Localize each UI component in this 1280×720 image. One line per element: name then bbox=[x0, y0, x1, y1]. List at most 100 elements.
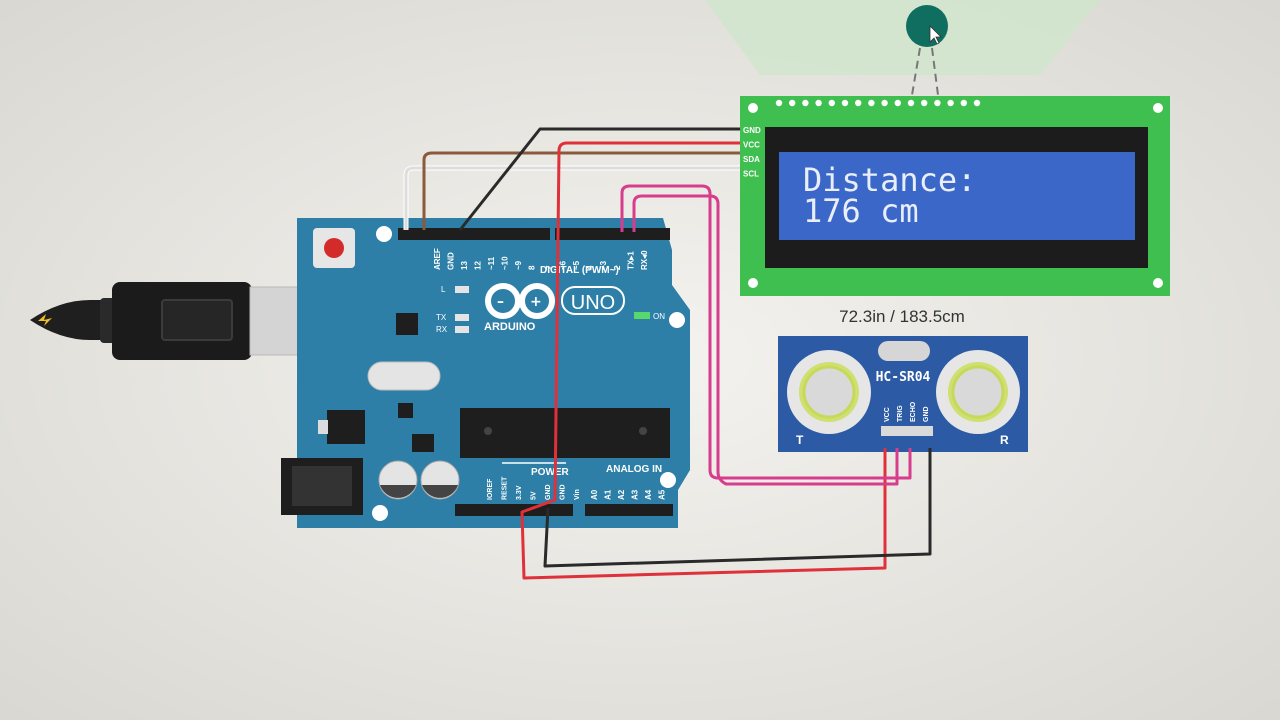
capacitor-right-band bbox=[422, 485, 458, 498]
wire-trig[interactable] bbox=[632, 194, 899, 486]
power-pin-label: RESET bbox=[502, 476, 509, 500]
voltage-regulator bbox=[327, 410, 365, 444]
capacitor-left-band bbox=[380, 485, 416, 498]
board-model: UNO bbox=[571, 292, 615, 314]
lcd-header-pin bbox=[907, 99, 915, 107]
lcd-mount-hole bbox=[748, 103, 758, 113]
analog-pin-label: A1 bbox=[604, 489, 613, 500]
digital-pin-label: 13 bbox=[460, 261, 469, 270]
led-rx-label: RX bbox=[436, 325, 448, 334]
analog-pin-label: A3 bbox=[631, 489, 640, 500]
sensor-range-cone bbox=[705, 0, 1100, 75]
lcd-header-pin bbox=[855, 99, 862, 107]
sensor-pin-header bbox=[881, 426, 933, 436]
power-pin-label: IOREF bbox=[487, 478, 494, 500]
lcd-header-pin bbox=[775, 99, 783, 107]
arduino-logo: – + UNO ARDUINO bbox=[484, 283, 625, 333]
small-chip bbox=[398, 403, 413, 418]
usb-cable-end bbox=[30, 300, 105, 340]
crystal-oscillator bbox=[367, 361, 441, 391]
led-on-label: ON bbox=[653, 312, 665, 321]
digital-pin-label: GND bbox=[447, 252, 456, 270]
digital-pin-label: 12 bbox=[474, 261, 483, 270]
mounting-hole bbox=[372, 505, 388, 521]
analog-pin-label: A2 bbox=[617, 489, 626, 500]
wire-echo[interactable] bbox=[620, 184, 912, 480]
wire-vcc[interactable] bbox=[520, 141, 887, 580]
power-pin-label: 5V bbox=[531, 491, 538, 500]
corner-right-label: R bbox=[1000, 433, 1009, 447]
lcd-line-1: Distance: bbox=[803, 161, 976, 199]
led-tx bbox=[455, 314, 469, 321]
logo-minus-icon: – bbox=[497, 294, 504, 310]
lcd-mount-hole bbox=[1153, 278, 1163, 288]
lcd-header-pin bbox=[894, 99, 901, 107]
analog-pin-label: A5 bbox=[658, 489, 667, 500]
power-header bbox=[455, 504, 573, 516]
lcd-header-pin bbox=[960, 99, 967, 107]
logo-plus-icon: + bbox=[530, 294, 542, 310]
wire-lcd-gnd[interactable] bbox=[458, 127, 740, 231]
range-line-right bbox=[931, 47, 939, 96]
cursor-icon bbox=[929, 25, 942, 45]
chip-dot bbox=[639, 427, 647, 435]
lcd-header-pin bbox=[947, 99, 954, 107]
wires bbox=[403, 127, 932, 580]
digital-pin-label: 8 bbox=[528, 265, 537, 270]
digital-pin-label: ~11 bbox=[487, 256, 496, 270]
range-line-left bbox=[911, 47, 921, 96]
digital-pin-label: ~9 bbox=[514, 260, 523, 270]
power-pin-label: 3.3V bbox=[516, 485, 523, 500]
digital-pin-label: ~5 bbox=[572, 260, 581, 270]
target-object[interactable] bbox=[906, 5, 948, 47]
lcd-pin-label: SCL bbox=[743, 170, 759, 179]
digital-pin-label: ~10 bbox=[501, 256, 510, 270]
digital-pin-label: 7 bbox=[545, 265, 554, 270]
usb-chip bbox=[396, 313, 418, 335]
lcd-screen bbox=[779, 152, 1135, 240]
lightning-icon bbox=[38, 314, 52, 326]
dc-jack-inner bbox=[292, 466, 352, 506]
analog-pin-label: A0 bbox=[590, 489, 599, 500]
lcd-pin-label: VCC bbox=[743, 141, 760, 150]
lcd-pin-label: SDA bbox=[743, 155, 760, 164]
analog-pin-label: A4 bbox=[644, 489, 653, 500]
wire-sda[interactable] bbox=[422, 151, 740, 230]
led-rx bbox=[455, 326, 469, 333]
lcd-header-pin bbox=[921, 99, 928, 107]
lcd-header-pin bbox=[789, 99, 796, 107]
regulator-tab bbox=[318, 420, 328, 434]
power-label: POWER bbox=[531, 467, 570, 478]
power-pin-label: Vin bbox=[574, 489, 581, 500]
usb-plug-grip bbox=[161, 299, 233, 341]
wire-scl[interactable] bbox=[404, 166, 740, 230]
transistor bbox=[412, 434, 434, 452]
reset-button-cap[interactable] bbox=[324, 238, 344, 258]
digital-pin-label: AREF bbox=[433, 248, 442, 270]
sensor-crystal bbox=[878, 341, 930, 361]
analog-pin-labels: A0 A1 A2 A3 A4 A5 bbox=[590, 489, 667, 500]
sensor-reading: 72.3in / 183.5cm bbox=[839, 307, 965, 326]
wire-sensor-gnd[interactable] bbox=[543, 448, 932, 568]
lcd-header-pin bbox=[802, 99, 809, 107]
analog-header bbox=[585, 504, 673, 516]
power-pin-label: GND bbox=[560, 484, 567, 500]
led-l-label: L bbox=[441, 285, 446, 294]
board-brand: ARDUINO bbox=[484, 321, 536, 333]
digital-pin-label: RX◂0 bbox=[640, 250, 649, 270]
led-tx-label: TX bbox=[436, 313, 447, 322]
sensor-pin-label: ECHO bbox=[910, 401, 917, 422]
receiver-icon bbox=[951, 365, 1005, 419]
sensor-model: HC-SR04 bbox=[876, 370, 931, 385]
mounting-hole bbox=[376, 226, 392, 242]
sensor-pin-label: VCC bbox=[884, 407, 891, 422]
digital-header-left bbox=[398, 228, 550, 240]
lcd-pin-label: GND bbox=[743, 126, 761, 135]
